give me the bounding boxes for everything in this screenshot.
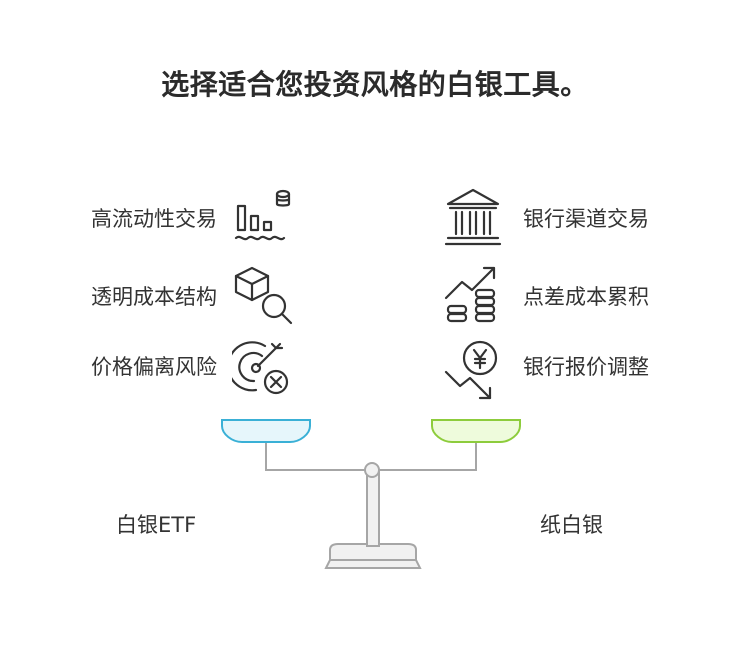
scale-base xyxy=(329,543,417,561)
page-title: 选择适合您投资风格的白银工具。 xyxy=(161,68,589,101)
box-magnifier-icon xyxy=(232,264,294,326)
scale-pivot xyxy=(364,462,380,478)
right-item-label-bank-channel: 银行渠道交易 xyxy=(523,207,649,231)
left-item-label-cost-structure: 透明成本结构 xyxy=(91,285,217,309)
rising-coins-icon xyxy=(442,264,504,326)
scale-pole xyxy=(366,469,380,547)
right-side-label: 纸白银 xyxy=(540,513,603,537)
bar-chart-coins-icon xyxy=(232,186,294,248)
left-pan xyxy=(221,419,311,443)
target-cancel-icon xyxy=(232,338,294,400)
right-item-label-spread-cost: 点差成本累积 xyxy=(523,285,649,309)
scale-foot xyxy=(324,559,422,569)
left-item-label-deviation-risk: 价格偏离风险 xyxy=(91,355,217,379)
right-pan xyxy=(431,419,521,443)
scale-beam xyxy=(265,438,477,471)
right-item-label-bank-quote: 银行报价调整 xyxy=(523,355,649,379)
yen-coin-arrow-icon xyxy=(442,338,504,400)
bank-icon xyxy=(442,186,504,248)
left-side-label: 白银ETF xyxy=(116,513,197,537)
left-item-label-liquidity: 高流动性交易 xyxy=(91,207,217,231)
